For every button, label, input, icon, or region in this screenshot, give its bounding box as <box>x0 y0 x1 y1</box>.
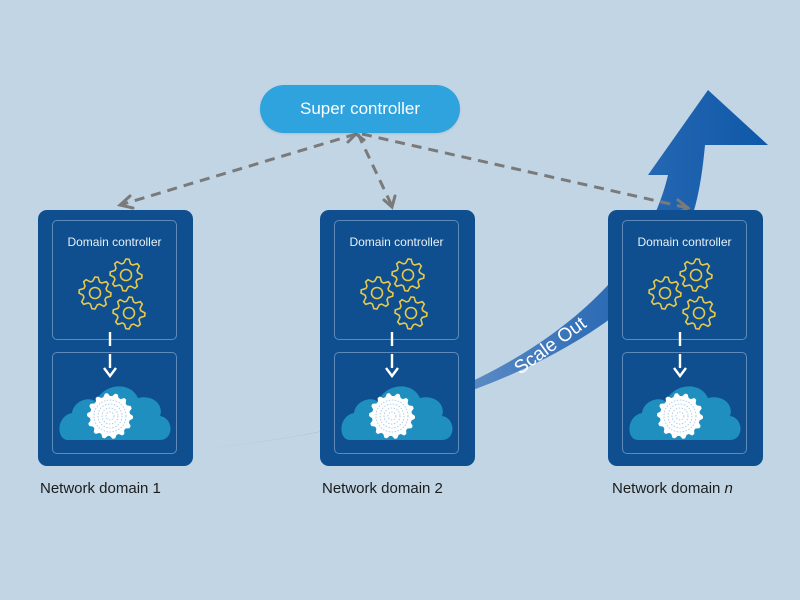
arrowhead-icon <box>382 194 397 210</box>
gear-icon <box>648 276 682 310</box>
gear-icon <box>394 296 428 330</box>
network-ring <box>387 411 397 421</box>
caption-prefix: Network domain <box>322 480 435 497</box>
gear-hole <box>658 286 672 300</box>
gear-icon <box>391 258 425 292</box>
network-ring <box>375 399 409 433</box>
cloud-icon <box>629 386 741 440</box>
domain-graphics <box>59 258 171 440</box>
network-panel <box>334 352 459 454</box>
network-ring <box>675 411 685 421</box>
arrowhead-icon <box>116 194 135 210</box>
gear-icon <box>682 296 716 330</box>
down-dashed-arrow-icon <box>673 332 687 378</box>
network-ring <box>383 407 401 425</box>
domain-controller-panel: Domain controller <box>622 220 747 340</box>
gear-hole <box>122 306 136 320</box>
gear-icon <box>109 258 143 292</box>
network-ring <box>671 407 689 425</box>
network-panel <box>52 352 177 454</box>
gear-hole <box>692 306 706 320</box>
gear-icon <box>112 296 146 330</box>
domain-caption-n: Network domain n <box>612 480 733 497</box>
network-panel <box>622 352 747 454</box>
network-ring <box>93 399 127 433</box>
domain-controller-panel: Domain controller <box>52 220 177 340</box>
gear-hole <box>88 286 102 300</box>
down-dashed-arrow-icon <box>385 332 399 378</box>
connector-to-domain-n <box>361 132 689 210</box>
caption-suffix: 1 <box>152 480 161 497</box>
gear-icon <box>360 276 394 310</box>
network-ring <box>663 399 697 433</box>
gear-hole <box>689 268 703 282</box>
connector-to-domain-2 <box>356 133 394 207</box>
connector-to-domain-1 <box>119 132 357 207</box>
super-controller: Super controller <box>260 85 460 133</box>
network-ring <box>105 411 115 421</box>
domain-caption-2: Network domain 2 <box>322 480 443 497</box>
caption-suffix: n <box>724 480 733 497</box>
network-domain-n: Domain controller <box>608 210 763 466</box>
gear-hole <box>404 306 418 320</box>
network-ring <box>97 403 123 429</box>
caption-suffix: 2 <box>434 480 443 497</box>
cloud-icon <box>341 386 453 440</box>
gears-icon <box>360 258 428 330</box>
domain-graphics <box>629 258 741 440</box>
cloud-icon <box>59 386 171 440</box>
domain-controller-label: Domain controller <box>637 235 732 249</box>
network-ring <box>101 407 119 425</box>
domain-controller-label: Domain controller <box>349 235 444 249</box>
gear-hole <box>401 268 415 282</box>
gear-icon <box>78 276 112 310</box>
caption-prefix: Network domain <box>40 480 153 497</box>
network-ring <box>667 403 693 429</box>
domain-caption-1: Network domain 1 <box>40 480 161 497</box>
network-domain-1: Domain controller <box>38 210 193 466</box>
caption-prefix: Network domain <box>612 480 725 497</box>
domain-graphics <box>341 258 453 440</box>
super-controller-label: Super controller <box>299 99 420 118</box>
network-ring <box>379 403 405 429</box>
arrowhead-icon <box>346 132 366 144</box>
gear-icon <box>679 258 713 292</box>
down-dashed-arrow-icon <box>103 332 117 378</box>
network-domain-2: Domain controller <box>320 210 475 466</box>
gears-icon <box>648 258 716 330</box>
domain-controller-label: Domain controller <box>67 235 162 249</box>
gears-icon <box>78 258 146 330</box>
gear-hole <box>119 268 133 282</box>
domain-controller-panel: Domain controller <box>334 220 459 340</box>
gear-hole <box>370 286 384 300</box>
